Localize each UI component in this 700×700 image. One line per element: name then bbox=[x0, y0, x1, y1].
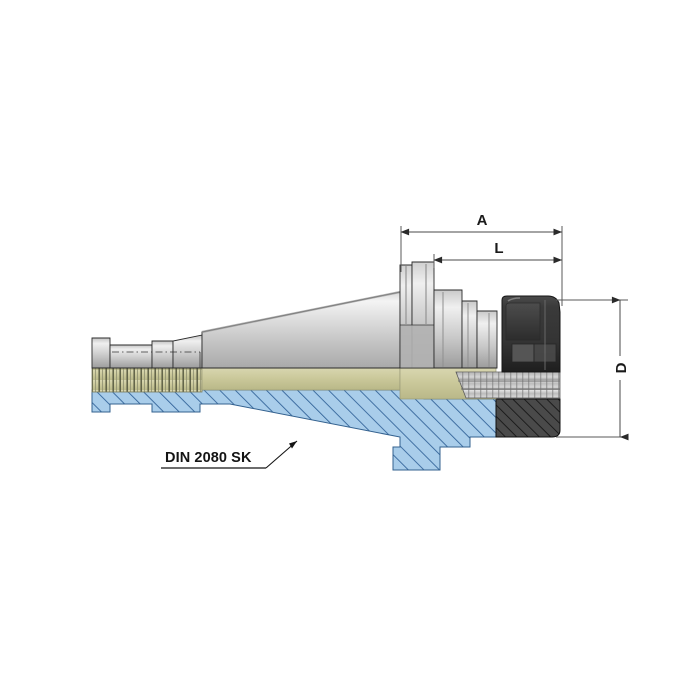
dimension-D: D bbox=[556, 296, 630, 441]
dimension-A: A bbox=[400, 212, 563, 306]
collet-nut-group bbox=[501, 295, 561, 373]
nut-facet-upper bbox=[505, 302, 541, 341]
drive-body-step-1 bbox=[433, 289, 463, 369]
olive-core-band bbox=[91, 367, 497, 400]
dim-D-label-mask bbox=[610, 356, 630, 380]
collet-body bbox=[455, 371, 561, 399]
dim-L-label: L bbox=[494, 240, 503, 257]
knob-step-3 bbox=[172, 334, 203, 369]
knob-step-2 bbox=[151, 340, 174, 369]
taper-highlight bbox=[201, 290, 401, 334]
drive-body-step-3 bbox=[476, 310, 498, 369]
nut-facet-lower-left bbox=[511, 343, 535, 363]
callout-leader-arrow bbox=[289, 441, 297, 449]
olive-band-taper bbox=[201, 367, 401, 391]
nut-highlight bbox=[507, 297, 521, 302]
dim-D-label: D bbox=[613, 362, 630, 373]
section-dark-group bbox=[495, 398, 561, 438]
flange-group bbox=[399, 261, 435, 369]
callout-din-2080-sk: DIN 2080 SK bbox=[161, 440, 298, 469]
knob-step-1 bbox=[109, 344, 153, 369]
callout-label: DIN 2080 SK bbox=[165, 450, 252, 466]
knob-head bbox=[91, 337, 111, 369]
section-dark-nut-base bbox=[495, 398, 561, 438]
flange-groove bbox=[399, 324, 435, 369]
thread-band bbox=[91, 367, 203, 393]
drive-body-group bbox=[433, 289, 498, 369]
collet-assembly bbox=[455, 371, 561, 399]
dim-A-label: A bbox=[477, 212, 488, 229]
drive-body-step-2 bbox=[461, 300, 478, 369]
dimension-L: L bbox=[433, 240, 563, 268]
